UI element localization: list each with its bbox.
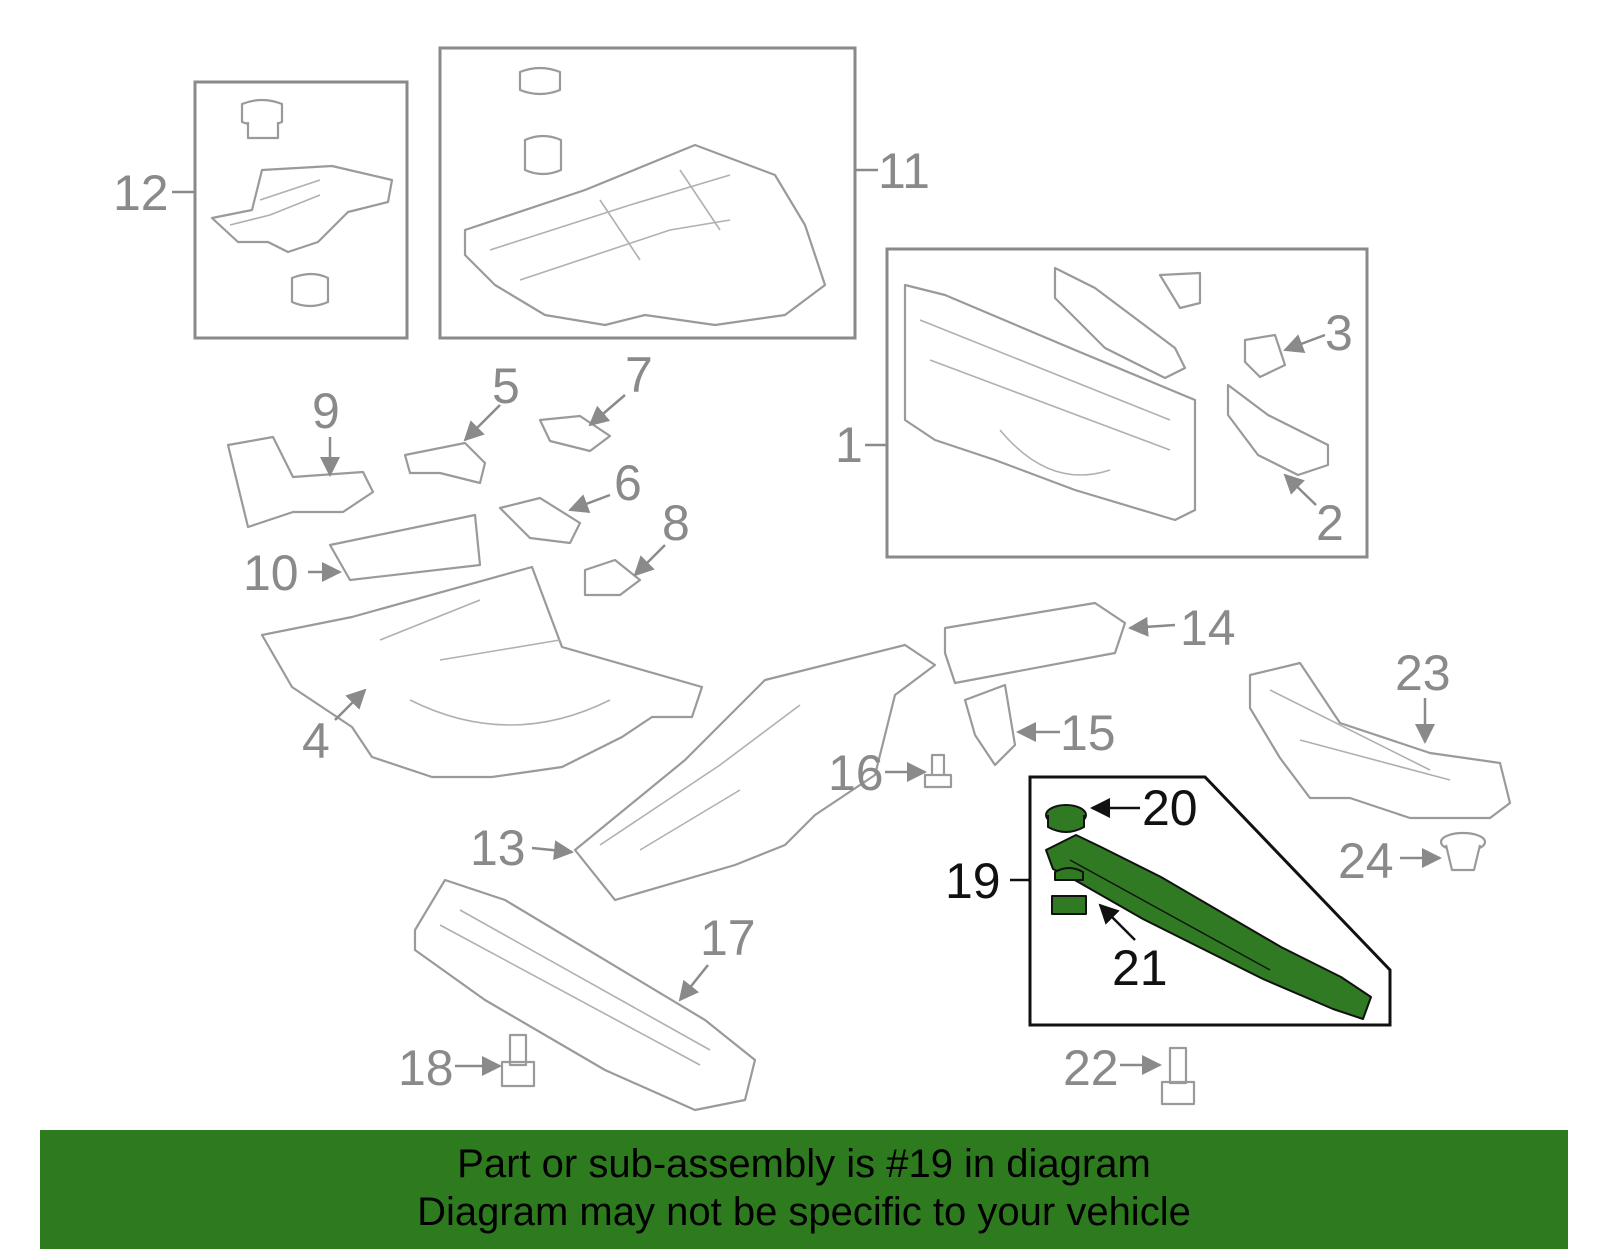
part-13-rail <box>573 643 937 902</box>
callout-4: 4 <box>302 713 330 769</box>
callout-18: 18 <box>398 1040 454 1096</box>
banner-line-2: Diagram may not be specific to your vehi… <box>417 1190 1191 1234</box>
part-18-bolt <box>500 1033 536 1088</box>
callout-20: 20 <box>1142 780 1198 836</box>
callout-2: 2 <box>1316 495 1344 551</box>
callout-21: 21 <box>1112 940 1168 996</box>
callout-15: 15 <box>1060 705 1116 761</box>
callout-1: 1 <box>835 417 863 473</box>
callout-7: 7 <box>625 347 653 403</box>
part-23 <box>1248 661 1512 820</box>
info-banner: Part or sub-assembly is #19 in diagram D… <box>40 1130 1568 1249</box>
callout-11: 11 <box>878 143 930 199</box>
small-parts <box>226 414 642 597</box>
leader-lines <box>172 168 1442 1076</box>
parts-diagram: 12 11 3 1 2 9 5 7 6 8 10 4 13 14 15 16 1… <box>113 46 1512 1112</box>
callout-22: 22 <box>1063 1040 1119 1096</box>
part-14 <box>943 601 1127 685</box>
callout-6: 6 <box>614 455 642 511</box>
part-4-floor-pan <box>260 565 704 779</box>
callout-19: 19 <box>945 853 1001 909</box>
part-group-11 <box>438 46 857 340</box>
callout-10: 10 <box>243 545 299 601</box>
part-16-bolt <box>923 753 953 789</box>
callout-5: 5 <box>492 358 520 414</box>
callout-9: 9 <box>312 383 340 439</box>
callout-24: 24 <box>1338 833 1394 889</box>
callout-labels: 12 11 3 1 2 9 5 7 6 8 10 4 13 14 15 16 1… <box>113 143 1451 1096</box>
banner-line-1: Part or sub-assembly is #19 in diagram <box>457 1142 1151 1186</box>
callout-17: 17 <box>700 910 756 966</box>
callout-13: 13 <box>470 820 526 876</box>
callout-16: 16 <box>828 745 884 801</box>
part-24-clip <box>1439 831 1487 872</box>
part-group-19-highlighted <box>1028 775 1392 1027</box>
part-15 <box>963 683 1017 767</box>
part-group-12 <box>193 80 409 340</box>
callout-8: 8 <box>662 495 690 551</box>
callout-23: 23 <box>1395 645 1451 701</box>
part-22-bolt <box>1160 1046 1196 1106</box>
callout-3: 3 <box>1325 305 1353 361</box>
part-group-1 <box>885 247 1369 559</box>
callout-14: 14 <box>1180 600 1236 656</box>
callout-12: 12 <box>113 165 169 221</box>
part-17 <box>413 878 757 1112</box>
